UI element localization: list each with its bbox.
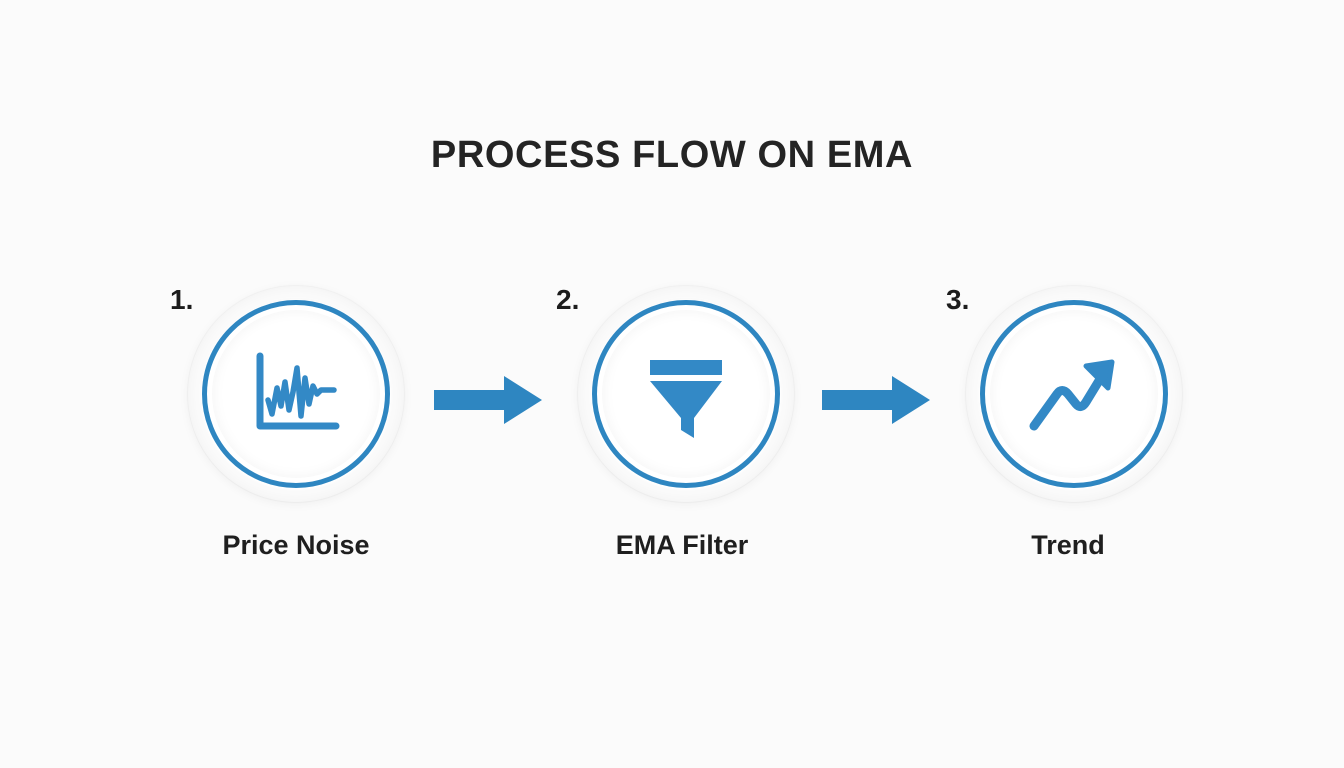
volatile-line-chart-icon: [246, 344, 346, 444]
process-flow-diagram: 1. Price Noise: [162, 282, 1192, 582]
step-label-3: Trend: [1031, 530, 1105, 560]
step-number-1: 1.: [170, 284, 194, 315]
circle-blue-ring: [202, 300, 390, 488]
arrow-right-icon-2: [822, 374, 930, 426]
page-title: PROCESS FLOW ON EMA: [430, 134, 914, 176]
step-circle-1: [188, 286, 404, 502]
flow-step-price-noise[interactable]: 1. Price Noise: [162, 282, 404, 582]
arrow-right-icon-1: [434, 374, 542, 426]
circle-inner-shade: [990, 310, 1158, 478]
flow-step-ema-filter[interactable]: 2. EMA Filter: [552, 282, 794, 582]
circle-blue-ring: [980, 300, 1168, 488]
step-label-2: EMA Filter: [615, 530, 749, 560]
trend-up-arrow-icon: [1024, 344, 1124, 444]
circle-inner-shade: [212, 310, 380, 478]
step-label-1: Price Noise: [222, 530, 370, 560]
step-number-3: 3.: [946, 284, 970, 315]
flow-step-trend[interactable]: 3. Trend: [940, 282, 1182, 582]
circle-blue-ring: [592, 300, 780, 488]
step-circle-3: [966, 286, 1182, 502]
funnel-filter-icon: [636, 344, 736, 444]
step-number-2: 2.: [556, 284, 580, 315]
step-circle-2: [578, 286, 794, 502]
